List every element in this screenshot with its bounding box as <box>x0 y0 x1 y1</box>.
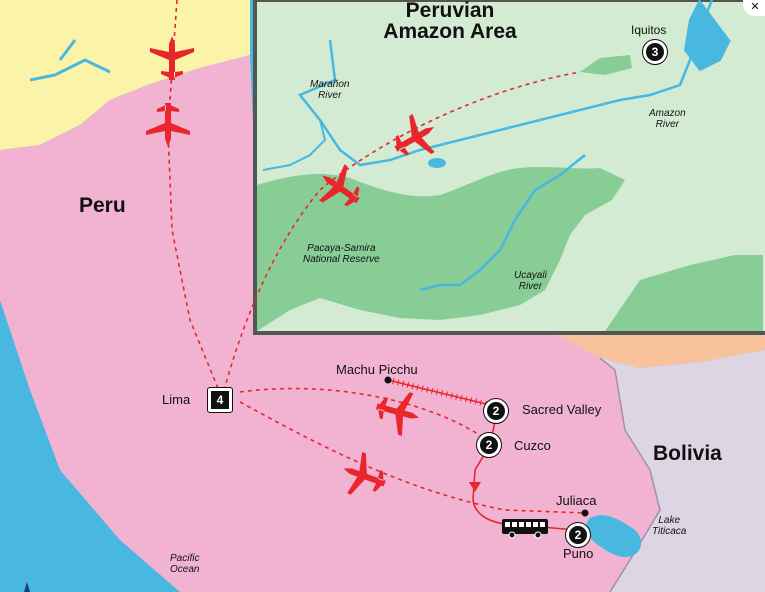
maranon-river-label-line1: Marañon <box>310 79 350 90</box>
ucayali-river-label-line1: Ucayali <box>514 270 547 281</box>
amazon-river <box>297 0 714 167</box>
pacific-ocean-label: Pacific Ocean <box>170 553 199 575</box>
ucayali-river <box>419 154 586 292</box>
lake-titicaca <box>586 515 642 558</box>
nights-badge-lima: 4 <box>207 387 233 413</box>
amazon-river-label-line2: River <box>655 119 680 130</box>
airplane-icon <box>319 164 360 207</box>
lake-titicaca-label-line2: Titicaca <box>652 526 687 537</box>
airplane-icon <box>146 103 190 147</box>
airplane-icon <box>394 113 435 156</box>
reserve-patch-east <box>605 255 763 331</box>
lake-titicaca-label: Lake Titicaca <box>652 515 686 537</box>
maranon-river <box>262 119 327 171</box>
peru-region <box>0 55 660 592</box>
nights-badge-iquitos: 3 <box>642 39 668 65</box>
brazil-region <box>558 335 765 368</box>
nights-badge-cuzco: 2 <box>476 432 502 458</box>
juliaca-dot <box>581 509 589 517</box>
inset-lake <box>428 158 446 168</box>
nights-badge-sacred-valley: 2 <box>483 398 509 424</box>
country-label-bolivia: Bolivia <box>653 442 722 465</box>
city-label-iquitos: Iquitos <box>631 23 667 37</box>
route-lima-iquitos <box>221 71 581 399</box>
pacaya-samira-reserve <box>257 167 625 331</box>
city-label-cuzco: Cuzco <box>514 438 551 453</box>
close-icon[interactable]: ✕ <box>743 0 765 16</box>
north-country-region <box>0 0 250 150</box>
country-label-peru: Peru <box>79 194 126 217</box>
airplane-icon <box>150 36 194 80</box>
inset-title-line2: Amazon Area <box>383 20 517 43</box>
maranon-river-label-line2: River <box>318 90 342 101</box>
route-lima-cuzco <box>239 387 488 441</box>
rail-line <box>387 379 491 406</box>
lake-titicaca-label-line1: Lake <box>658 515 681 526</box>
inset-title-line1: Peruvian <box>405 0 495 22</box>
inset-title: Peruvian Amazon Area <box>255 0 645 42</box>
city-label-puno: Puno <box>563 546 594 561</box>
airplane-icon <box>375 392 420 436</box>
city-label-lima: Lima <box>162 392 191 407</box>
bus-icon <box>502 519 548 539</box>
border-line <box>599 357 661 592</box>
pacaya-samira-label: Pacaya-Samira National Reserve <box>303 243 380 265</box>
pacaya-samira-label-line1: Pacaya-Samira <box>307 243 376 254</box>
city-label-juliaca: Juliaca <box>556 493 597 508</box>
road-arrow <box>469 482 481 492</box>
machu-picchu-dot <box>384 376 392 384</box>
route-lima-juliaca <box>239 401 586 514</box>
airplane-icon <box>343 451 386 495</box>
ucayali-river-label-line2: River <box>518 281 543 292</box>
river-lake-north <box>683 0 731 72</box>
city-label-sacred-valley: Sacred Valley <box>522 402 602 417</box>
ucayali-river-label: Ucayali River <box>514 270 547 292</box>
amazon-river-label: Amazon River <box>649 108 686 130</box>
north-arrow-icon <box>24 582 30 592</box>
coast-rivers <box>29 39 111 82</box>
bolivia-region <box>600 350 765 592</box>
city-label-machu-picchu: Machu Picchu <box>336 362 418 377</box>
reserve-patch-north <box>580 55 632 75</box>
pacaya-samira-label-line2: National Reserve <box>303 254 380 265</box>
pacific-ocean-label-line2: Ocean <box>170 564 200 575</box>
amazon-river-label-line1: Amazon <box>649 108 686 119</box>
pacific-ocean-label-line1: Pacific <box>170 553 200 564</box>
maranon-river-label: Marañon River <box>310 79 349 101</box>
nights-badge-puno: 2 <box>565 522 591 548</box>
